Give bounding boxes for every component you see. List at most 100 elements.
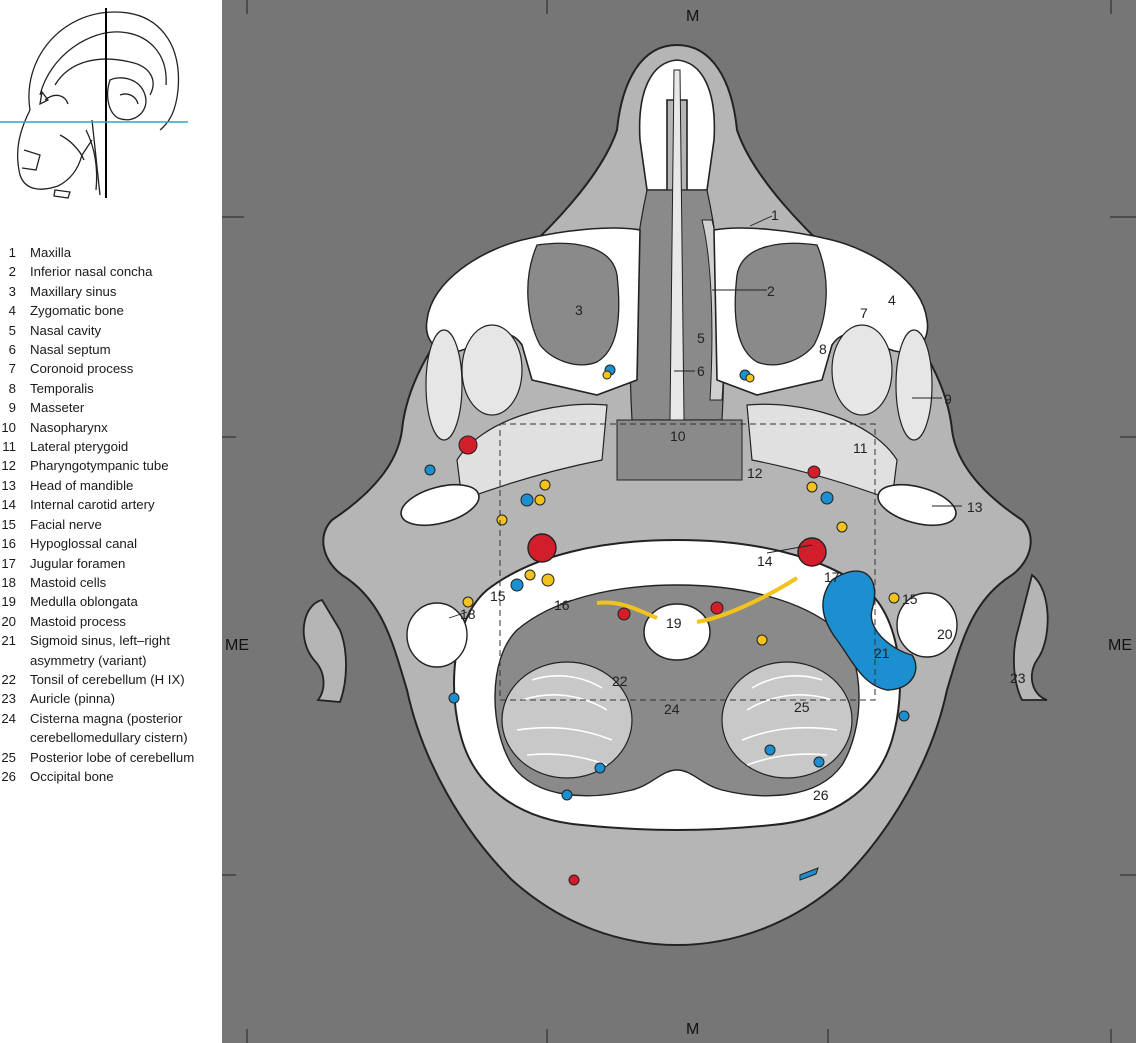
legend-item: 14 Internal carotid artery — [0, 495, 194, 514]
callout-21: 21 — [874, 645, 890, 661]
legend-item: asymmetry (variant) — [0, 651, 194, 670]
callout-12: 12 — [747, 465, 763, 481]
veins — [424, 364, 910, 881]
axis-label-top: M — [686, 8, 700, 25]
callout-7: 7 — [860, 305, 868, 321]
legend-label: Medulla oblongata — [30, 594, 138, 610]
legend-label: Occipital bone — [30, 768, 114, 784]
masseter-right — [895, 329, 933, 441]
legend-item: cerebellomedullary cistern) — [0, 728, 194, 747]
legend-number: 14 — [1, 497, 16, 513]
legend-number: 8 — [8, 380, 16, 396]
legend-item: 26 Occipital bone — [0, 767, 194, 786]
medulla-oblongata — [643, 603, 711, 661]
temporalis-left — [461, 324, 523, 416]
legend-label: Mastoid process — [30, 613, 127, 629]
legend-number: 25 — [1, 749, 16, 765]
legend-item: 17 Jugular foramen — [0, 554, 194, 573]
callout-6: 6 — [697, 363, 705, 379]
artery-small-3 — [710, 601, 724, 615]
legend-item: 20 Mastoid process — [0, 612, 194, 631]
callout-16: 16 — [554, 597, 570, 613]
legend-label: asymmetry (variant) — [30, 652, 147, 668]
legend-item: 5 Nasal cavity — [0, 321, 194, 340]
callout-8: 8 — [819, 341, 827, 357]
legend-number: 15 — [1, 516, 16, 532]
legend-number: 4 — [8, 303, 16, 319]
sigmoid-sinus-right — [822, 570, 917, 691]
legend-number: 11 — [2, 439, 16, 455]
legend-number — [0, 651, 16, 670]
temporalis-right — [831, 324, 893, 416]
legend-label: Facial nerve — [30, 516, 102, 532]
lateral-pterygoid-right — [746, 403, 898, 501]
legend-item: 2 Inferior nasal concha — [0, 262, 194, 281]
legend-number: 1 — [8, 245, 16, 260]
callout-22: 22 — [612, 673, 628, 689]
legend-number — [0, 728, 16, 747]
auricle-left — [302, 598, 347, 703]
lateral-pterygoid-left — [456, 403, 608, 501]
callout-26: 26 — [813, 787, 829, 803]
orientation-head-sketch — [0, 8, 188, 199]
callout-23: 23 — [1010, 670, 1026, 686]
legend-label: Cisterna magna (posterior — [30, 710, 183, 726]
legend-number: 26 — [1, 768, 16, 784]
legend-number: 24 — [1, 710, 16, 726]
legend-item: 4 Zygomatic bone — [0, 301, 194, 320]
legend-number: 12 — [1, 458, 16, 474]
legend-number: 5 — [8, 322, 16, 338]
legend-number: 7 — [8, 361, 16, 377]
masseter-left — [425, 329, 463, 441]
legend-label: Internal carotid artery — [30, 497, 155, 513]
cross-section-drawing: 1 2 3 4 5 6 7 8 9 10 11 12 13 14 15 15 1… — [222, 0, 1136, 1043]
callout-20: 20 — [937, 626, 953, 642]
legend-number: 17 — [1, 555, 16, 571]
callout-leaders — [448, 215, 962, 619]
cerebellar-folia — [516, 675, 838, 766]
callout-15-right: 15 — [902, 591, 918, 607]
legend-item: 19 Medulla oblongata — [0, 592, 194, 611]
legend-number: 18 — [1, 574, 16, 590]
callout-11: 11 — [853, 440, 868, 456]
callout-15-left: 15 — [490, 588, 506, 604]
legend-label: Nasal cavity — [30, 322, 102, 338]
legend-number: 10 — [1, 419, 16, 435]
cerebellum-right-lobe — [721, 661, 853, 779]
auricle-right — [1013, 573, 1049, 701]
legend-item: 16 Hypoglossal canal — [0, 534, 194, 553]
facial-nerve-course — [596, 576, 799, 624]
legend-item: 24 Cisterna magna (posterior — [0, 709, 194, 728]
legend-label: Inferior nasal concha — [30, 264, 153, 280]
legend-number: 19 — [1, 594, 16, 610]
callout-25: 25 — [794, 699, 810, 715]
legend-number: 23 — [1, 691, 16, 707]
head-of-mandible-left — [400, 483, 480, 527]
nasopharynx-region — [616, 419, 743, 481]
legend-label: Hypoglossal canal — [30, 536, 138, 552]
legend-label: Zygomatic bone — [30, 303, 124, 319]
callout-9: 9 — [944, 391, 952, 407]
legend-label: Jugular foramen — [30, 555, 126, 571]
legend-number: 20 — [1, 613, 16, 629]
callout-4: 4 — [888, 292, 896, 308]
callout-5: 5 — [697, 330, 705, 346]
legend-number: 16 — [1, 536, 16, 552]
frame-ticks — [222, 0, 1136, 1043]
legend-label: Maxillary sinus — [30, 283, 117, 299]
legend-number: 6 — [8, 342, 16, 358]
internal-carotid-artery-left — [527, 533, 557, 563]
callout-3: 3 — [575, 302, 583, 318]
legend-number: 2 — [8, 264, 16, 280]
